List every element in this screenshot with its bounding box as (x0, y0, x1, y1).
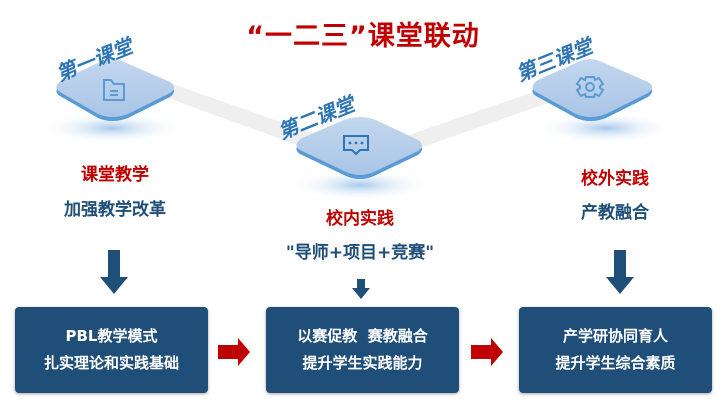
right-arrow-1 (218, 338, 250, 366)
folder-icon (103, 79, 125, 101)
outcome-box-3: 产学研协同育人 提升学生综合素质 (519, 307, 712, 393)
stage-subheading-1: 加强教学改革 (64, 200, 166, 220)
chat-bubble-icon (343, 135, 369, 156)
outcome-line: 提升学生实践能力 (302, 354, 423, 372)
down-arrow-1 (100, 250, 128, 294)
tile-glow-2 (290, 169, 430, 201)
tile-glow-3 (536, 112, 676, 144)
stage-heading-2: 校内实践 (326, 209, 394, 229)
tile-2 (296, 117, 422, 179)
tile-3 (532, 59, 652, 121)
outcome-line: 以赛促教 赛教融合 (297, 327, 428, 345)
outcome-line: 产学研协同育人 (562, 327, 668, 345)
outcome-line: PBL教学模式 (65, 327, 158, 345)
down-arrow-2 (352, 279, 370, 299)
stage-subheading-2: "导师+项目+竞赛" (285, 243, 435, 263)
down-arrow-3 (606, 250, 634, 294)
gear-icon (575, 76, 605, 98)
stage-heading-1: 课堂教学 (81, 165, 149, 185)
page-title: “一二三”课堂联动 (246, 21, 480, 52)
outcome-line: 扎实理论和实践基础 (43, 354, 179, 372)
tile-glow-1 (42, 112, 182, 144)
outcome-line: 提升学生综合素质 (555, 354, 676, 372)
right-arrow-2 (471, 338, 503, 366)
tile-1 (56, 59, 174, 121)
connector-band-2 (365, 76, 590, 164)
outcome-box-2: 以赛促教 赛教融合 提升学生实践能力 (266, 307, 459, 393)
stage-heading-3: 校外实践 (581, 169, 649, 189)
stage-subheading-3: 产教融合 (581, 203, 649, 223)
outcome-box-1: PBL教学模式 扎实理论和实践基础 (15, 307, 208, 393)
